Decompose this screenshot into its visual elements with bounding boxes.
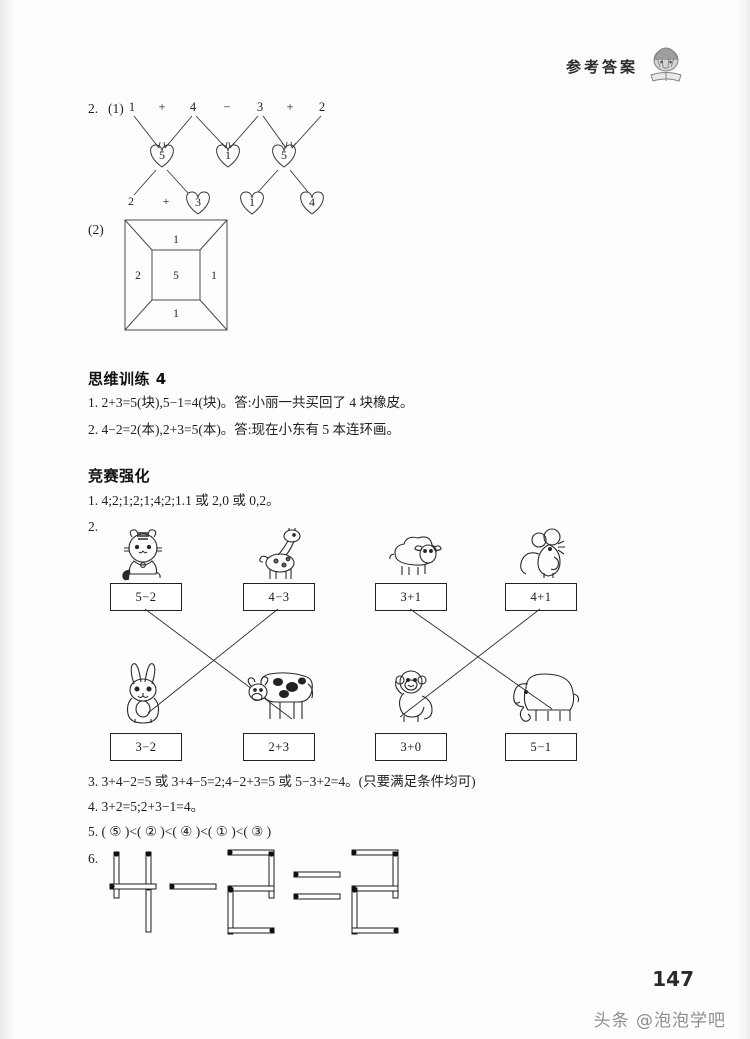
square-top-value: 1 — [173, 234, 179, 246]
heart-top-term-1: + — [158, 100, 165, 114]
matchstick-digit-4 — [109, 851, 157, 933]
heart-top-term-2: 4 — [190, 100, 197, 114]
heart-bottom-plus: + — [163, 194, 170, 208]
contest-item-3: 3. 3+4−2=5 或 3+4−5=2;4−2+3=5 或 5−3+2=4。(… — [88, 774, 476, 789]
expr-box-bottom-1[interactable]: 2+3 — [243, 733, 315, 761]
connection-line-3 — [399, 608, 541, 718]
heart-top-term-6: 2 — [319, 100, 325, 114]
heart-top-term-3: − — [223, 100, 230, 114]
thinking-item-1: 1. 2+3=5(块),5−1=4(块)。答:小丽一共买回了 4 块橡皮。 — [88, 395, 414, 410]
square-center-value: 5 — [173, 270, 179, 282]
expr-box-top-3[interactable]: 4+1 — [505, 583, 577, 611]
contest-item-1: 1. 4;2;1;2;1;4;2;1.1 或 2,0 或 0,2。 — [88, 493, 280, 508]
heart-top-term-5: + — [286, 100, 293, 114]
heart-value-r2-1: 1 — [249, 195, 255, 209]
contest-item-2-label: 2. — [88, 519, 99, 534]
page-header: 参考答案 — [566, 44, 688, 88]
connection-line-1 — [147, 608, 279, 714]
sheep-icon — [389, 536, 442, 575]
heart-value-r1-2: 5 — [281, 148, 287, 162]
nested-square-diagram: 1 2 5 1 1 — [124, 219, 228, 331]
heart-value-r1-1: 1 — [225, 148, 231, 162]
problem2-label: 2. — [88, 101, 99, 116]
tiger-icon — [122, 529, 162, 581]
heart-chain-diagram: 1 + 4 − 3 + 2 — [128, 100, 325, 215]
child-reading-illustration-icon — [650, 47, 682, 82]
expr-box-bottom-2[interactable]: 3+0 — [375, 733, 447, 761]
contest-item-5: 5. ( ⑤ )<( ② )<( ④ )<( ① )<( ③ ) — [88, 824, 272, 839]
connection-line-2 — [409, 608, 553, 710]
expr-box-top-0[interactable]: 5−2 — [110, 583, 182, 611]
matchstick-equation-4-minus-2-equals-2 — [109, 849, 399, 935]
contest-item-4: 4. 3+2=5;2+3−1=4。 — [88, 799, 205, 814]
square-right-value: 1 — [211, 270, 217, 282]
section-title-thinking: 思维训练 4 — [88, 370, 167, 388]
heart-value-r2-0: 3 — [195, 195, 201, 209]
page-number: 147 — [652, 967, 694, 991]
cow-icon — [247, 672, 314, 719]
heart-value-r2-2: 4 — [309, 195, 315, 209]
problem2-part1-label: (1) — [108, 101, 124, 116]
mouse-icon — [520, 528, 565, 578]
header-title: 参考答案 — [565, 57, 638, 76]
rabbit-icon — [126, 663, 160, 724]
expr-box-top-2[interactable]: 3+1 — [375, 583, 447, 611]
page-right-edge-shadow — [736, 0, 750, 1039]
elephant-icon — [513, 673, 580, 722]
contest-item-6-label: 6. — [88, 851, 99, 866]
heart-value-r1-0: 5 — [159, 148, 165, 162]
heart-bottom-left-num: 2 — [128, 194, 134, 208]
expr-box-bottom-3[interactable]: 5−1 — [505, 733, 577, 761]
matchstick-equals-sign — [293, 871, 341, 900]
heart-top-term-4: 3 — [257, 100, 263, 114]
giraffe-icon — [259, 528, 301, 579]
matchstick-digit-2-left — [227, 849, 275, 935]
matchstick-digit-2-right — [351, 849, 399, 935]
watermark-text: 头条 @泡泡学吧 — [593, 1011, 726, 1031]
section-title-contest: 竞赛强化 — [88, 467, 151, 485]
thinking-item-2: 2. 4−2=2(本),2+3=5(本)。答:现在小东有 5 本连环画。 — [88, 422, 401, 437]
problem2-part2-label: (2) — [88, 222, 104, 237]
matchstick-minus-sign — [169, 883, 217, 890]
page-left-edge-shadow — [0, 0, 16, 1039]
expr-box-bottom-0[interactable]: 3−2 — [110, 733, 182, 761]
square-bottom-value: 1 — [173, 308, 179, 320]
heart-top-term-0: 1 — [129, 100, 135, 114]
expr-box-top-1[interactable]: 4−3 — [243, 583, 315, 611]
square-left-value: 2 — [135, 270, 141, 282]
monkey-icon — [395, 670, 433, 722]
